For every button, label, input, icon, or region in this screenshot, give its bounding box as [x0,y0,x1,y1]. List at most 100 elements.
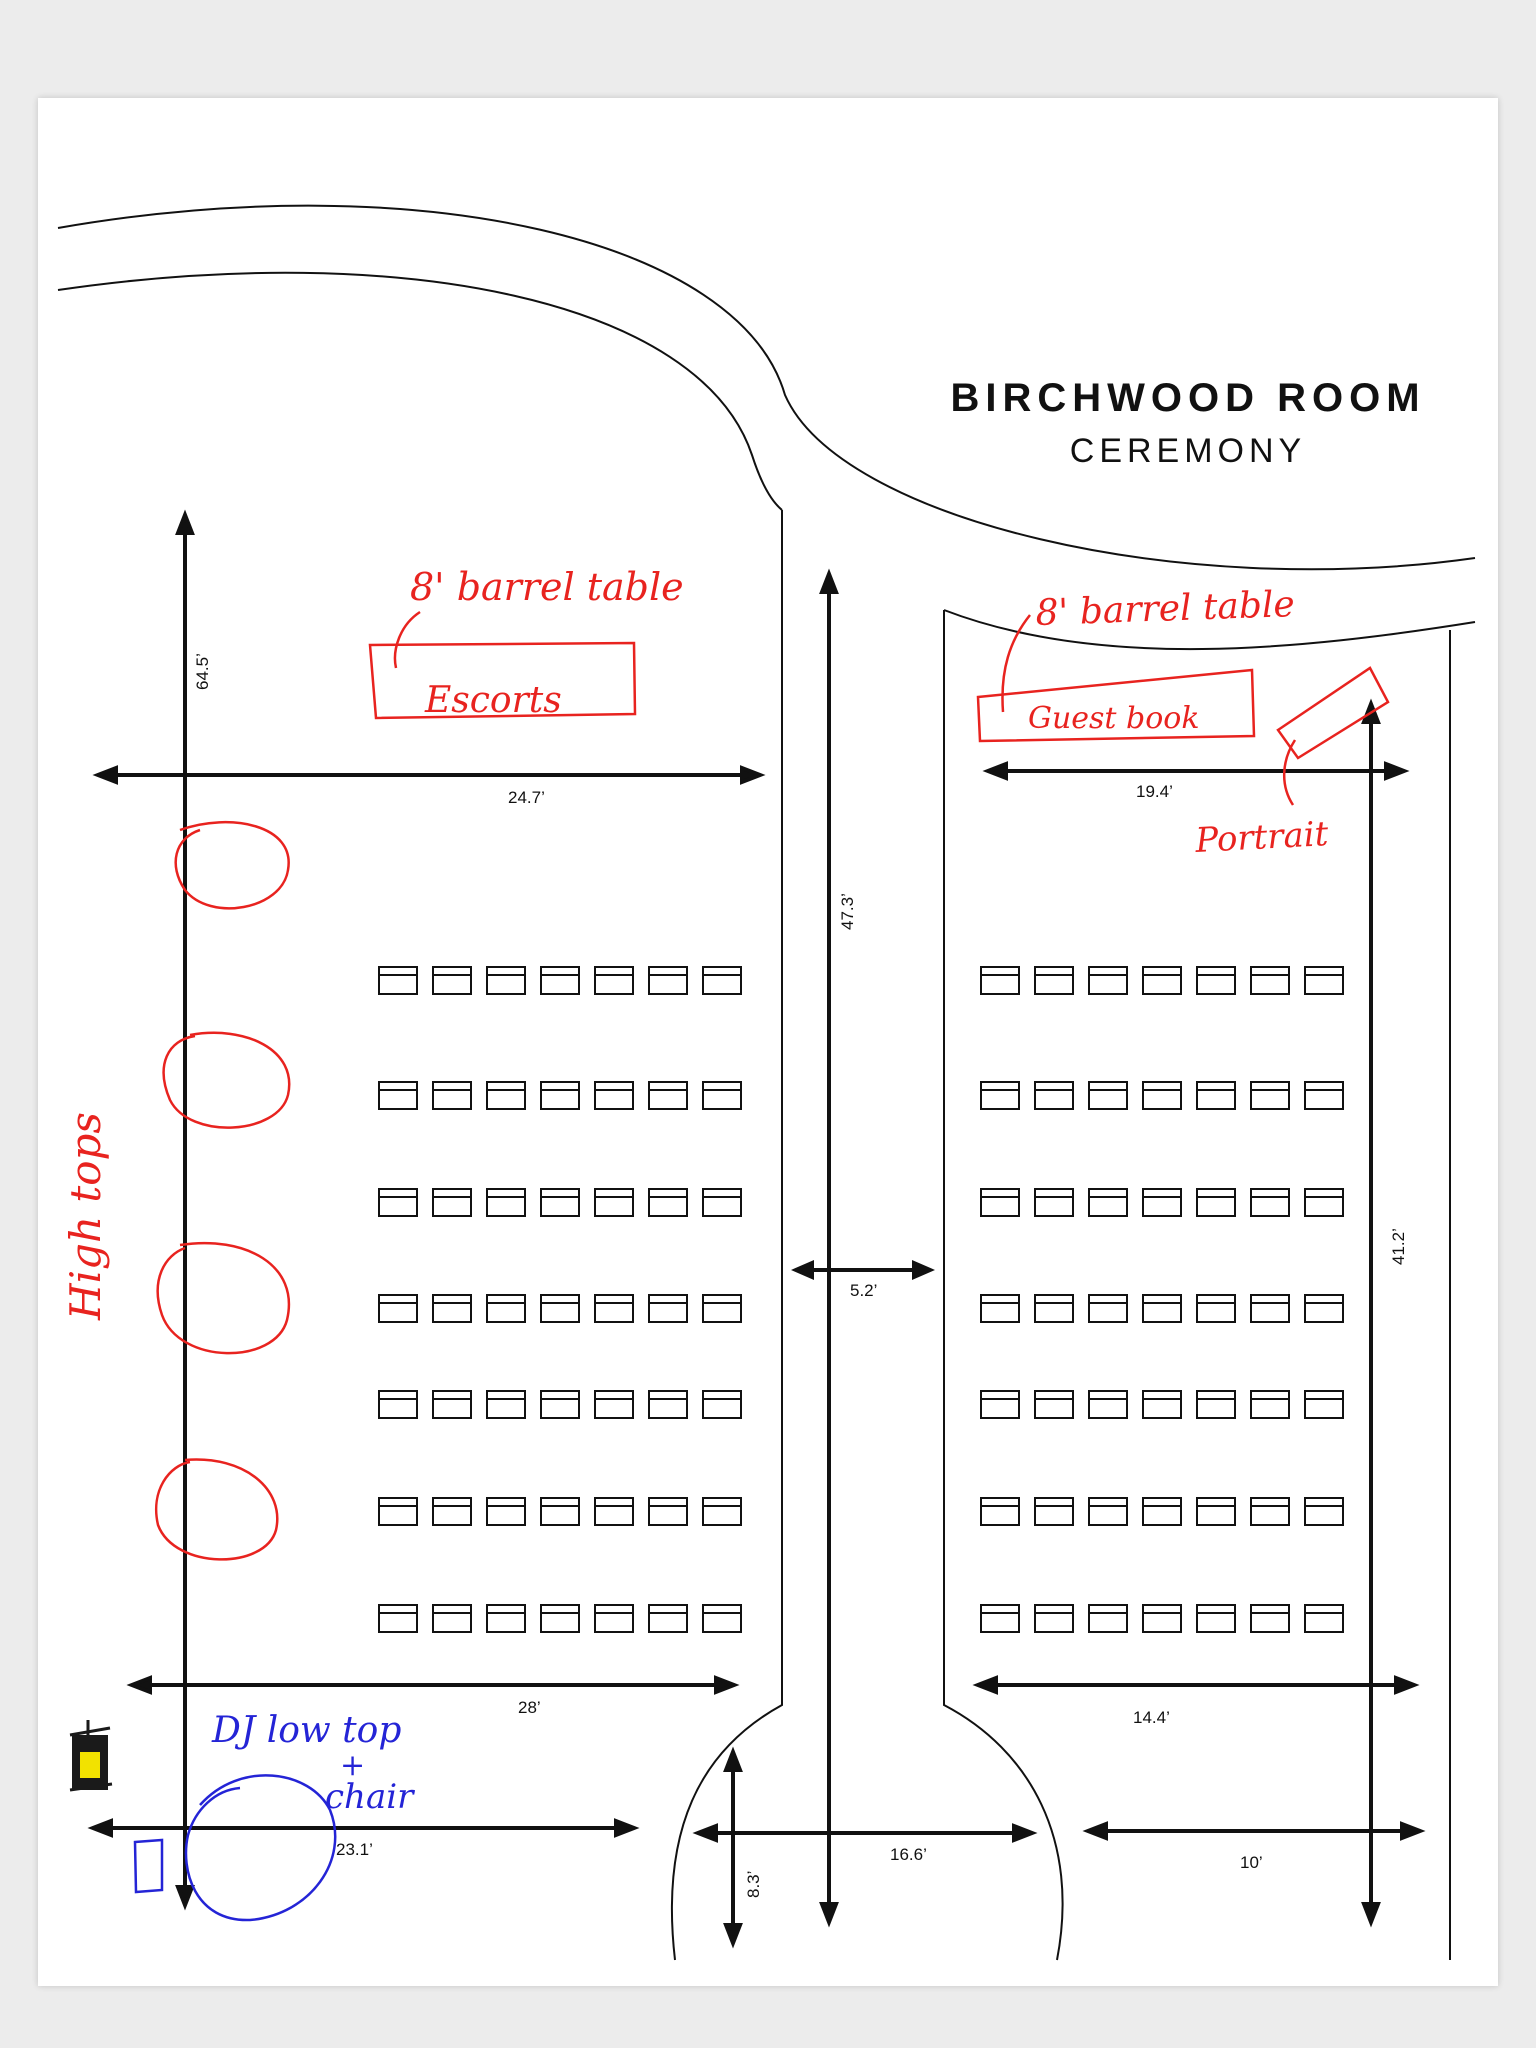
chair [1196,1081,1236,1110]
dim-left-bottom-width: 28’ [518,1698,541,1717]
chair [648,1188,688,1217]
chair [486,1604,526,1633]
chair [540,1604,580,1633]
dj-low-top-label: DJ low top [211,1710,401,1751]
right-end-arrow-l [1082,1821,1108,1841]
chair [1034,1390,1074,1419]
chair [540,1390,580,1419]
guest-book-label: Guest book [1028,701,1200,736]
escorts-label: Escorts [424,680,562,721]
chair [702,966,742,995]
left-table-label: 8' barrel table [410,565,684,609]
high-top-circle-3 [156,1241,291,1355]
chair [1034,966,1074,995]
page-subtitle: CEREMONY [1069,432,1307,470]
chair [1034,1294,1074,1323]
portrait-label: Portrait [1193,814,1329,861]
chair [540,1294,580,1323]
chair [1304,1390,1344,1419]
chair [1304,966,1344,995]
blue-annotations [133,1774,337,1922]
chair [540,1497,580,1526]
chair [432,1604,472,1633]
chair [1304,1188,1344,1217]
chair [1088,1081,1128,1110]
chair [1142,1188,1182,1217]
chair [1088,1188,1128,1217]
left-vertical-arrow-top [175,509,195,535]
chair [1088,1294,1128,1323]
right-room-top [943,609,1476,651]
chair [980,966,1020,995]
chair [432,1497,472,1526]
stage-arrow-r [1012,1823,1038,1843]
left-top-arrow-l [92,765,118,785]
chair [1142,1081,1182,1110]
chair [1304,1294,1344,1323]
chair [1250,1390,1290,1419]
chair [486,1081,526,1110]
chairs-right-side [980,966,1344,1633]
chair [1034,1081,1074,1110]
chair [702,1294,742,1323]
chair [378,1604,418,1633]
dj-chair-label: chair [325,1777,415,1817]
chair [980,1188,1020,1217]
chair [648,1294,688,1323]
chair [1088,1604,1128,1633]
chair [1250,966,1290,995]
chair [1196,1188,1236,1217]
chair [702,1188,742,1217]
right-top-arrow-r [1384,761,1410,781]
dj-chair-rect [133,1838,164,1894]
chair [1250,1497,1290,1526]
chair [980,1294,1020,1323]
dim-right-top-width: 19.4’ [1136,782,1173,801]
left-bottom-arrow-l [126,1675,152,1695]
chair [1196,1294,1236,1323]
aisle-arrow-l [791,1259,814,1281]
outer-curve-inner [57,271,783,511]
outer-curve-top [57,204,1476,571]
chair [1304,1081,1344,1110]
chair [594,1497,634,1526]
chair [1142,1497,1182,1526]
chair [1304,1604,1344,1633]
right-bottom-arrow-l [972,1675,998,1695]
chair [1142,1604,1182,1633]
chair [378,1294,418,1323]
room-walls [57,204,1476,1961]
dj-low-top-circle [184,1774,337,1922]
chair [594,1294,634,1323]
chair [1196,1604,1236,1633]
aisle-arrow-r [912,1259,935,1281]
chair [980,1390,1020,1419]
chair [1088,966,1128,995]
right-table-label: 8' barrel table [1035,584,1296,634]
chair [486,1390,526,1419]
chair [1196,1390,1236,1419]
dim-stage-height: 8.3’ [744,1871,763,1898]
page-title: BIRCHWOOD ROOM [950,376,1426,420]
escorts-pointer [393,610,421,669]
dj-plus-label: + [340,1748,365,1783]
dim-stage-width: 16.6’ [890,1845,927,1864]
left-top-arrow-r [740,765,766,785]
left-vertical-arrow-bottom [175,1885,195,1911]
dim-left-vertical: 64.5’ [193,653,212,690]
high-top-circle-1 [174,820,290,910]
chair [1034,1497,1074,1526]
chair [540,1188,580,1217]
high-top-circle-2 [162,1031,291,1129]
right-top-arrow-l [982,761,1008,781]
left-bottom-arrow-r [714,1675,740,1695]
center-aisle-left-wall [671,510,783,1961]
floor-plan-diagram: 64.5’ 24.7’ 47.3’ 5.2’ 19.4’ 41.2’ 28’ 1… [57,204,1476,1961]
chair [702,1081,742,1110]
chair [432,1390,472,1419]
dim-right-bottom-width: 14.4’ [1133,1708,1170,1727]
chair [1250,1188,1290,1217]
dim-dj-width: 23.1’ [336,1840,373,1859]
chair [702,1497,742,1526]
chair [594,1604,634,1633]
